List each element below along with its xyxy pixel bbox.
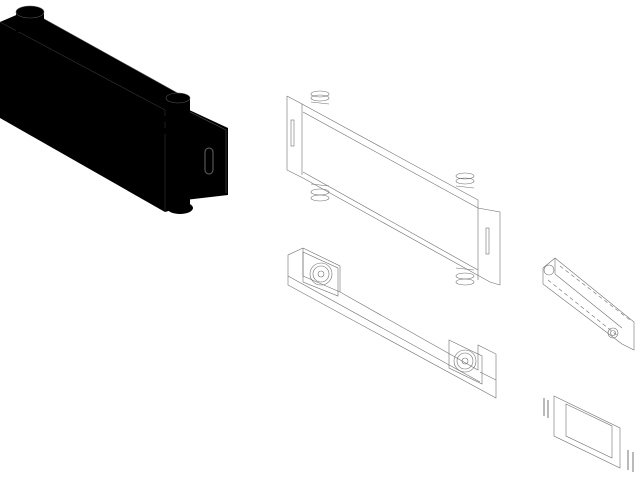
screw-cluster-top-left: [310, 90, 330, 105]
screw-cluster-top-right: [455, 172, 475, 189]
screw-cluster-bottom-right: [455, 267, 475, 286]
fan-right-icon: [448, 339, 483, 385]
exploded-side-bracket: [542, 257, 635, 351]
fan-left-icon: [302, 251, 339, 297]
exploded-rear-panel: [287, 247, 497, 399]
screw-cluster-bottom-left: [310, 183, 330, 202]
exploded-end-cover: [543, 395, 634, 472]
solid-isometric-view: [0, 5, 228, 214]
exploded-front-panel: [286, 90, 501, 286]
